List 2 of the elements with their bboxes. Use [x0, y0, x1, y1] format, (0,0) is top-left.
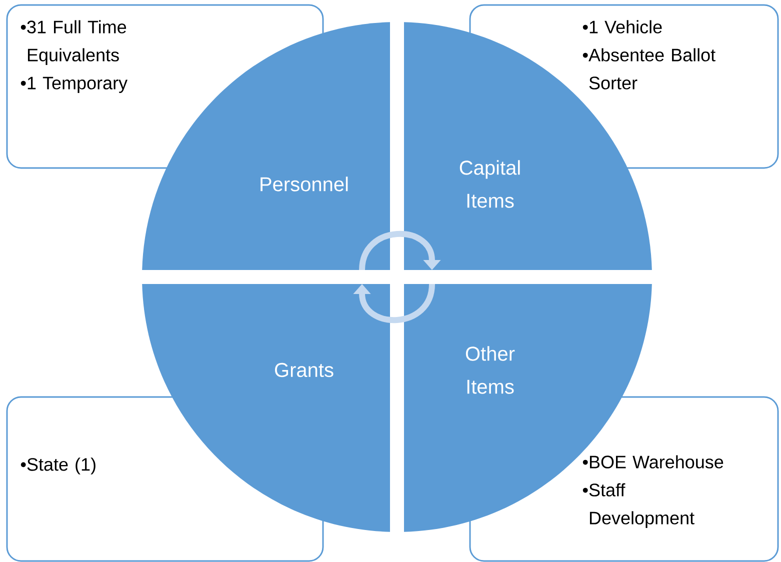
quadrant: Personnel: [142, 22, 390, 270]
quadrant: Grants: [142, 284, 390, 532]
